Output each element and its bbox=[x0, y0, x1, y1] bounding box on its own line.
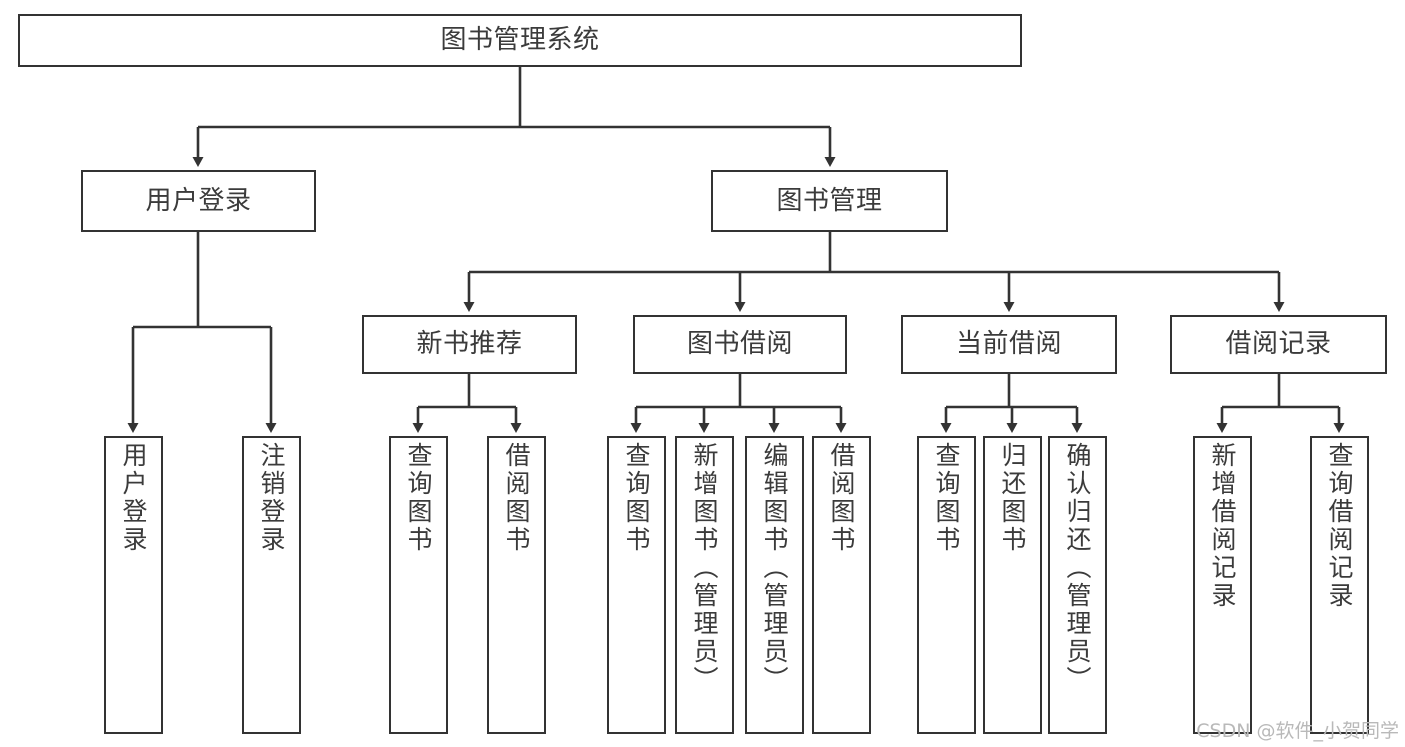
node-new-book-recommend-label: 新书推荐 bbox=[416, 329, 523, 360]
node-leaf-book-edit-label: 编辑图书（管理员） bbox=[760, 442, 789, 694]
node-leaf-newbook-borrow[interactable]: 借阅图书 bbox=[487, 436, 546, 734]
node-borrow-record[interactable]: 借阅记录 bbox=[1170, 315, 1387, 374]
node-leaf-book-borrow[interactable]: 借阅图书 bbox=[812, 436, 871, 734]
node-user-login[interactable]: 用户登录 bbox=[81, 170, 316, 232]
node-leaf-record-add-label: 新增借阅记录 bbox=[1208, 442, 1237, 610]
node-leaf-confirm-return[interactable]: 确认归还（管理员） bbox=[1048, 436, 1107, 734]
node-leaf-book-add[interactable]: 新增图书（管理员） bbox=[675, 436, 734, 734]
node-root-label: 图书管理系统 bbox=[440, 25, 600, 56]
node-leaf-newbook-borrow-label: 借阅图书 bbox=[502, 442, 531, 554]
node-leaf-confirm-return-label: 确认归还（管理员） bbox=[1063, 442, 1092, 694]
node-user-login-label: 用户登录 bbox=[145, 185, 252, 216]
node-leaf-book-borrow-label: 借阅图书 bbox=[827, 442, 856, 554]
node-leaf-return-book-label: 归还图书 bbox=[998, 442, 1027, 554]
node-current-borrow-label: 当前借阅 bbox=[955, 329, 1062, 360]
node-leaf-newbook-query-label: 查询图书 bbox=[404, 442, 433, 554]
watermark: CSDN @软件_小贺同学 bbox=[1196, 720, 1399, 742]
node-leaf-user-login-label: 用户登录 bbox=[119, 442, 148, 554]
node-leaf-record-add[interactable]: 新增借阅记录 bbox=[1193, 436, 1252, 734]
node-leaf-record-query[interactable]: 查询借阅记录 bbox=[1310, 436, 1369, 734]
node-leaf-borrow-query-label: 查询图书 bbox=[622, 442, 651, 554]
node-current-borrow[interactable]: 当前借阅 bbox=[901, 315, 1117, 374]
node-leaf-logout[interactable]: 注销登录 bbox=[242, 436, 301, 734]
node-leaf-borrow-query[interactable]: 查询图书 bbox=[607, 436, 666, 734]
node-book-manage[interactable]: 图书管理 bbox=[711, 170, 948, 232]
node-borrow-record-label: 借阅记录 bbox=[1225, 329, 1332, 360]
node-leaf-book-edit[interactable]: 编辑图书（管理员） bbox=[745, 436, 804, 734]
node-leaf-current-query-label: 查询图书 bbox=[932, 442, 961, 554]
node-new-book-recommend[interactable]: 新书推荐 bbox=[362, 315, 577, 374]
node-leaf-book-add-label: 新增图书（管理员） bbox=[690, 442, 719, 694]
node-leaf-current-query[interactable]: 查询图书 bbox=[917, 436, 976, 734]
node-leaf-logout-label: 注销登录 bbox=[257, 442, 286, 554]
node-book-borrow[interactable]: 图书借阅 bbox=[633, 315, 847, 374]
node-book-manage-label: 图书管理 bbox=[776, 185, 883, 216]
node-leaf-user-login[interactable]: 用户登录 bbox=[104, 436, 163, 734]
node-root[interactable]: 图书管理系统 bbox=[18, 14, 1022, 67]
node-book-borrow-label: 图书借阅 bbox=[686, 329, 793, 360]
node-leaf-newbook-query[interactable]: 查询图书 bbox=[389, 436, 448, 734]
node-leaf-record-query-label: 查询借阅记录 bbox=[1325, 442, 1354, 610]
node-leaf-return-book[interactable]: 归还图书 bbox=[983, 436, 1042, 734]
